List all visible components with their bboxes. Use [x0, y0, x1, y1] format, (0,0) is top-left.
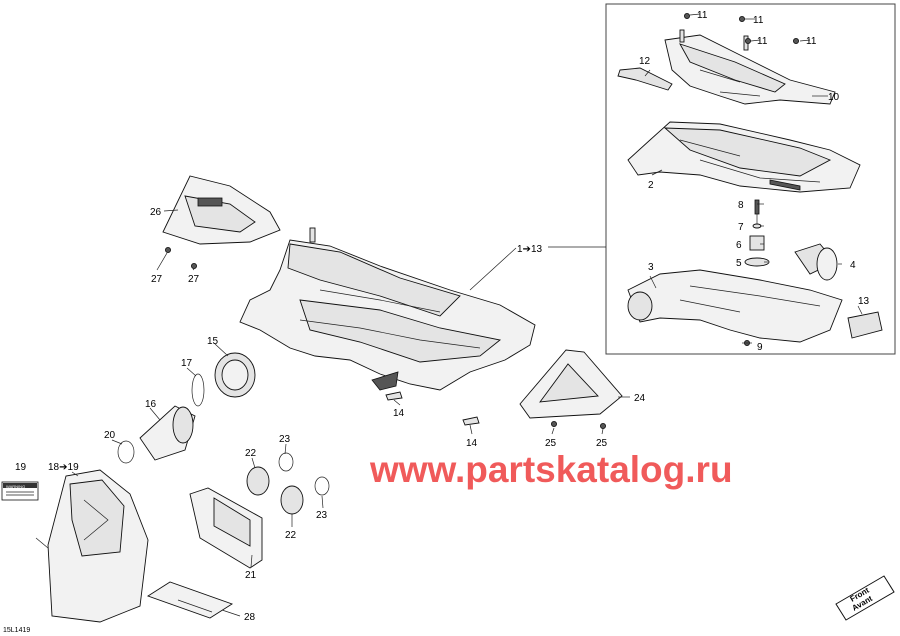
callout-23-a: 23 — [279, 434, 291, 445]
callout-14-a: 14 — [393, 408, 405, 419]
part-26-side-cover[interactable] — [162, 175, 281, 245]
callout-19: 19 — [15, 462, 27, 473]
part-19-warning-label[interactable]: WARNING — [1, 481, 39, 501]
part-14-clips[interactable] — [385, 391, 480, 426]
callout-10: 10 — [828, 92, 840, 103]
callout-26: 26 — [150, 207, 162, 218]
callout-20: 20 — [104, 430, 116, 441]
callout-8: 8 — [738, 200, 744, 211]
callout-17: 17 — [181, 358, 193, 369]
callout-23-b: 23 — [316, 510, 328, 521]
leader-lines — [35, 13, 863, 617]
part-22-couplers[interactable] — [246, 466, 304, 515]
detail-inset-frame — [605, 3, 896, 355]
callout-27-b: 27 — [188, 274, 200, 285]
callout-2: 2 — [648, 180, 654, 191]
callout-15: 15 — [207, 336, 219, 347]
callout-11-d: 11 — [806, 36, 817, 47]
callout-28: 28 — [244, 612, 256, 623]
warning-label-text: WARNING — [6, 484, 25, 489]
callout-3: 3 — [648, 262, 654, 273]
callout-25-a: 25 — [545, 438, 557, 449]
callout-21: 21 — [245, 570, 257, 581]
part-21-duct-plate[interactable] — [189, 487, 263, 569]
part-12-seal-strip[interactable] — [617, 67, 673, 91]
callout-11-a: 11 — [697, 10, 708, 21]
callout-6: 6 — [736, 240, 742, 251]
front-avant-badge: Front Avant — [835, 575, 895, 621]
part-24-bracket-frame[interactable] — [519, 349, 623, 419]
part-11-screws[interactable] — [684, 12, 800, 45]
callout-11-c: 11 — [757, 36, 768, 47]
callout-22-a: 22 — [245, 448, 257, 459]
part-20-ring[interactable] — [117, 440, 135, 464]
callout-9: 9 — [757, 342, 763, 353]
main-airbox-assembly[interactable] — [239, 227, 536, 391]
callout-12: 12 — [639, 56, 651, 67]
part-2-middle-housing[interactable] — [627, 121, 861, 193]
part-18-19-intake-silencer[interactable] — [47, 469, 149, 623]
drawing-code: 15L1419 — [3, 627, 30, 634]
part-3-lower-housing[interactable] — [627, 269, 843, 343]
callout-4: 4 — [850, 260, 856, 271]
part-13-pad[interactable] — [847, 311, 883, 339]
callout-25-b: 25 — [596, 438, 608, 449]
callout-11-b: 11 — [753, 15, 764, 26]
part-15-adapter-ring[interactable] — [214, 352, 256, 398]
part-25-screws[interactable] — [551, 420, 607, 429]
watermark-text: www.partskatalog.ru — [369, 449, 733, 490]
callout-14-b: 14 — [466, 438, 478, 449]
part-28-sheet[interactable] — [146, 581, 234, 619]
callout-27-a: 27 — [151, 274, 163, 285]
callout-1-13: 1➔13 — [517, 244, 543, 255]
callout-18-19: 18➔19 — [48, 462, 79, 473]
callout-16: 16 — [145, 399, 157, 410]
part-23-clamps[interactable] — [278, 452, 330, 496]
part-27-screws[interactable] — [164, 246, 197, 269]
callout-7: 7 — [738, 222, 744, 233]
detail-inset — [548, 3, 896, 355]
callout-22-b: 22 — [285, 530, 297, 541]
part-4-filter-cylinder[interactable] — [794, 243, 838, 281]
callout-labels: 11 11 11 11 12 10 2 8 7 6 5 4 3 13 9 1➔1… — [15, 10, 870, 623]
callout-13: 13 — [858, 296, 870, 307]
callout-5: 5 — [736, 258, 742, 269]
part-17-clamp[interactable] — [191, 373, 205, 407]
part-16-hose[interactable] — [139, 405, 196, 461]
callout-24: 24 — [634, 393, 646, 404]
